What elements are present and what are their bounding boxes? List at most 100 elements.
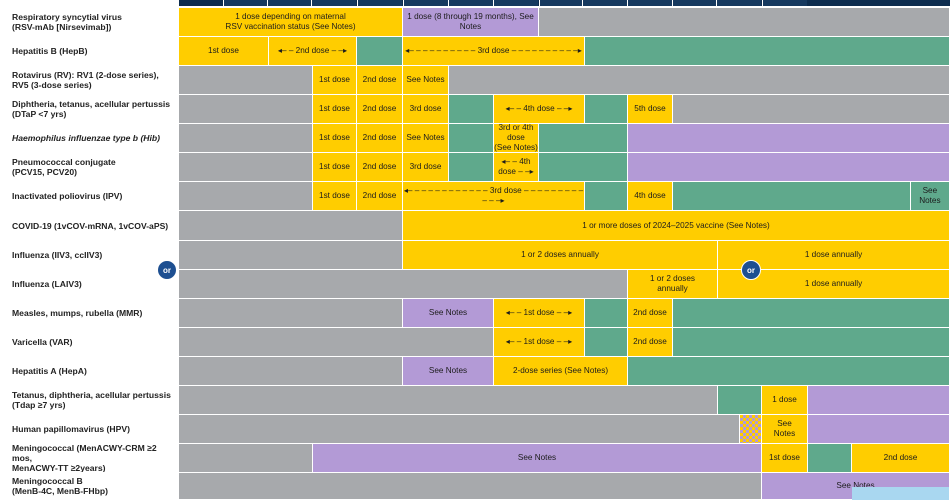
schedule-cell-var: 2nd dose bbox=[628, 328, 673, 356]
header-column bbox=[627, 0, 672, 6]
schedule-cell-menacwy bbox=[179, 444, 313, 472]
row-divider bbox=[0, 181, 950, 182]
vaccine-name: COVID-19 (1vCOV-mRNA, 1vCOV-aPS) bbox=[12, 220, 169, 231]
schedule-cell-mmr: 2nd dose bbox=[628, 299, 673, 327]
vaccine-label-hepb: Hepatitis B (HepB) bbox=[0, 37, 178, 65]
schedule-cell-var bbox=[179, 328, 494, 356]
schedule-cell-menacwy: 2nd dose bbox=[852, 444, 950, 472]
row-divider bbox=[0, 94, 950, 95]
vaccine-label-ipv: Inactivated poliovirus (IPV) bbox=[0, 182, 178, 210]
row-divider bbox=[0, 152, 950, 153]
schedule-cell-pcv bbox=[539, 153, 628, 181]
schedule-cell-mmr bbox=[673, 299, 950, 327]
header-column bbox=[762, 0, 807, 6]
schedule-cell-covid: 1 or more doses of 2024–2025 vaccine (Se… bbox=[403, 211, 950, 240]
schedule-cell-hib bbox=[628, 124, 950, 152]
row-divider bbox=[0, 240, 950, 241]
schedule-cell-ipv: 4th dose bbox=[628, 182, 673, 210]
schedule-cell-hib bbox=[539, 124, 628, 152]
schedule-cell-mmr bbox=[585, 299, 628, 327]
header-column bbox=[716, 0, 761, 6]
vaccine-label-dtap: Diphtheria, tetanus, acellular pertussis… bbox=[0, 95, 178, 123]
vaccine-name: Varicella (VAR) bbox=[12, 337, 73, 347]
schedule-cell-hib: 2nd dose bbox=[357, 124, 403, 152]
header-column bbox=[672, 0, 717, 6]
header-column bbox=[582, 0, 627, 6]
schedule-cell-dtap: 3rd dose bbox=[403, 95, 449, 123]
vaccine-label-covid: COVID-19 (1vCOV-mRNA, 1vCOV-aPS) bbox=[0, 211, 178, 240]
header-column bbox=[357, 0, 402, 6]
vaccine-label-tdap: Tetanus, diphtheria, acellular pertussis… bbox=[0, 386, 178, 414]
schedule-cell-pcv: 3rd dose bbox=[403, 153, 449, 181]
schedule-cell-rv: 1st dose bbox=[313, 66, 357, 94]
schedule-cell-pcv bbox=[628, 153, 950, 181]
schedule-cell-ipv bbox=[673, 182, 911, 210]
vaccine-label-menb: Meningococcal B (MenB-4C, MenB-FHbp) bbox=[0, 473, 178, 499]
row-divider bbox=[0, 472, 950, 473]
row-divider bbox=[0, 123, 950, 124]
schedule-cell-rsv: 1 dose (8 through 19 months), See Notes bbox=[403, 8, 539, 36]
vaccine-label-hib: Haemophilus influenzae type b (Hib) bbox=[0, 124, 178, 152]
schedule-cell-tdap bbox=[808, 386, 950, 414]
header-column bbox=[493, 0, 538, 6]
schedule-cell-hpv: See Notes bbox=[762, 415, 808, 443]
schedule-cell-hib: 1st dose bbox=[313, 124, 357, 152]
schedule-cell-dtap: 1st dose bbox=[313, 95, 357, 123]
schedule-cell-pcv: 1st dose bbox=[313, 153, 357, 181]
vaccine-name: Diphtheria, tetanus, acellular pertussis… bbox=[12, 99, 171, 119]
vaccine-label-hpv: Human papillomavirus (HPV) bbox=[0, 415, 178, 443]
schedule-cell-hepb bbox=[357, 37, 403, 65]
schedule-cell-dtap: 2nd dose bbox=[357, 95, 403, 123]
schedule-cell-pcv: 2nd dose bbox=[357, 153, 403, 181]
schedule-cell-flu_laiv: 1 or 2 doses annually bbox=[628, 270, 718, 298]
schedule-cell-dtap bbox=[585, 95, 628, 123]
schedule-cell-menb bbox=[179, 473, 762, 499]
schedule-cell-rv: See Notes bbox=[403, 66, 449, 94]
header-column bbox=[448, 0, 493, 6]
schedule-cell-hib bbox=[179, 124, 313, 152]
vaccine-name: Hepatitis A (HepA) bbox=[12, 366, 87, 376]
vaccine-name: Measles, mumps, rubella (MMR) bbox=[12, 308, 143, 318]
row-divider bbox=[0, 210, 950, 211]
vaccine-label-var: Varicella (VAR) bbox=[0, 328, 178, 356]
header-column bbox=[267, 0, 312, 6]
schedule-cell-rv bbox=[449, 66, 950, 94]
schedule-cell-pcv bbox=[179, 153, 313, 181]
schedule-cell-hepb: ◂– – 2nd dose – –▸ bbox=[269, 37, 357, 65]
schedule-cell-rsv: 1 dose depending on maternal RSV vaccina… bbox=[179, 8, 403, 36]
schedule-cell-ipv: 1st dose bbox=[313, 182, 357, 210]
schedule-cell-hepa bbox=[628, 357, 950, 385]
vaccine-label-hepa: Hepatitis A (HepA) bbox=[0, 357, 178, 385]
schedule-cell-dtap: ◂– – 4th dose – –▸ bbox=[494, 95, 585, 123]
schedule-cell-covid bbox=[179, 211, 403, 240]
row-divider bbox=[0, 443, 950, 444]
schedule-cell-dtap bbox=[673, 95, 950, 123]
vaccine-name: Influenza (LAIV3) bbox=[12, 279, 82, 289]
schedule-cell-ipv: See Notes bbox=[910, 182, 950, 210]
schedule-cell-menacwy bbox=[808, 444, 852, 472]
vaccine-name: Rotavirus (RV): RV1 (2-dose series), RV5… bbox=[12, 70, 159, 90]
schedule-cell-hepb: ◂– – – – – – – – – – 3rd dose – – – – – … bbox=[403, 37, 585, 65]
schedule-cell-tdap: 1 dose bbox=[762, 386, 808, 414]
row-divider bbox=[0, 356, 950, 357]
schedule-cell-hib: See Notes bbox=[403, 124, 449, 152]
schedule-cell-flu_iiv: 1 or 2 doses annually bbox=[403, 241, 718, 269]
schedule-cell-mmr bbox=[179, 299, 403, 327]
row-divider bbox=[0, 414, 950, 415]
schedule-cell-pcv bbox=[449, 153, 494, 181]
schedule-cell-flu_laiv bbox=[179, 270, 628, 298]
schedule-cell-mmr: See Notes bbox=[403, 299, 494, 327]
schedule-cell-hepa bbox=[179, 357, 403, 385]
schedule-cell-rv bbox=[179, 66, 313, 94]
schedule-cell-dtap bbox=[449, 95, 494, 123]
schedule-cell-tdap bbox=[179, 386, 718, 414]
schedule-cell-hib bbox=[449, 124, 494, 152]
schedule-cell-menacwy: See Notes bbox=[313, 444, 762, 472]
or-badge: or bbox=[741, 260, 761, 280]
schedule-cell-ipv bbox=[179, 182, 313, 210]
schedule-cell-rsv bbox=[539, 8, 950, 36]
schedule-cell-var bbox=[585, 328, 628, 356]
vaccine-name: Haemophilus influenzae type b (Hib) bbox=[12, 133, 161, 143]
schedule-cell-menacwy: 1st dose bbox=[762, 444, 808, 472]
schedule-cell-hib: 3rd or 4th dose (See Notes) bbox=[494, 123, 539, 152]
